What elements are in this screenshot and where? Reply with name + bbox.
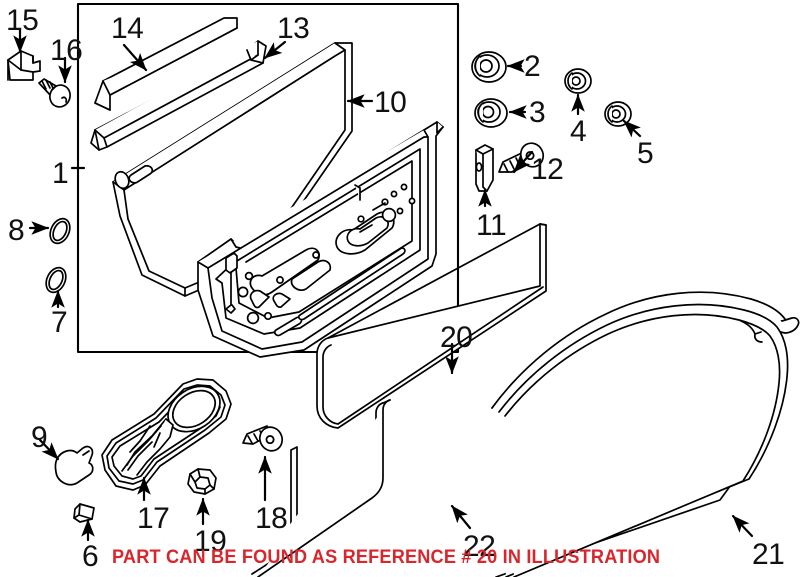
callout-label-15[interactable]: 15 bbox=[6, 4, 39, 37]
part-15-clip bbox=[7, 50, 41, 81]
part-13-upper-trim bbox=[90, 40, 267, 151]
leader-5 bbox=[622, 119, 642, 138]
part-11-wedge bbox=[475, 144, 494, 192]
callout-label-21[interactable]: 21 bbox=[752, 538, 785, 571]
part-8-seal bbox=[49, 217, 71, 245]
leader-9 bbox=[38, 438, 60, 461]
part-5-grommet bbox=[604, 101, 632, 127]
part-4-grommet bbox=[564, 68, 592, 94]
callout-label-6[interactable]: 6 bbox=[82, 540, 99, 573]
part-22-weatherstrip bbox=[251, 399, 391, 577]
part-20-weatherstrip bbox=[316, 223, 547, 429]
leader-13 bbox=[263, 40, 287, 60]
part-7-seal bbox=[45, 266, 67, 294]
part-10-door-skin bbox=[112, 42, 353, 297]
part-17-mirror-cover bbox=[101, 378, 232, 491]
leader-22 bbox=[450, 504, 472, 530]
callout-label-3[interactable]: 3 bbox=[529, 96, 546, 129]
callout-label-20[interactable]: 20 bbox=[440, 321, 473, 354]
callout-label-13[interactable]: 13 bbox=[277, 12, 310, 45]
callout-label-11[interactable]: 11 bbox=[476, 209, 507, 242]
part-18-bolt bbox=[242, 425, 284, 452]
callout-label-19[interactable]: 19 bbox=[194, 525, 227, 558]
door-inner-panel bbox=[197, 121, 444, 358]
callout-label-12[interactable]: 12 bbox=[531, 153, 564, 186]
leader-12 bbox=[512, 150, 534, 174]
part-19-nut bbox=[187, 468, 217, 495]
callout-label-18[interactable]: 18 bbox=[255, 502, 288, 535]
part-9-gasket bbox=[54, 445, 94, 486]
callout-label-1[interactable]: 1 bbox=[52, 157, 69, 190]
callout-label-22[interactable]: 22 bbox=[463, 530, 496, 563]
callout-label-8[interactable]: 8 bbox=[8, 214, 25, 247]
leader-14 bbox=[122, 43, 148, 72]
part-6-cap bbox=[73, 503, 95, 523]
callout-label-9[interactable]: 9 bbox=[31, 421, 48, 454]
part-16-screw bbox=[38, 78, 71, 108]
callout-label-4[interactable]: 4 bbox=[570, 115, 587, 148]
leader-21 bbox=[731, 514, 754, 538]
callout-label-5[interactable]: 5 bbox=[637, 137, 654, 170]
callout-label-2[interactable]: 2 bbox=[524, 50, 541, 83]
part-14-belt-molding bbox=[94, 17, 238, 111]
callout-label-14[interactable]: 14 bbox=[111, 12, 144, 45]
callout-label-10[interactable]: 10 bbox=[374, 86, 407, 119]
part-3-grommet bbox=[474, 98, 508, 128]
part-21-weatherstrip bbox=[491, 291, 800, 577]
reference-notice-text: PART CAN BE FOUND AS REFERENCE # 20 IN I… bbox=[112, 546, 661, 568]
callout-label-16[interactable]: 16 bbox=[50, 34, 83, 67]
callout-label-17[interactable]: 17 bbox=[137, 502, 170, 535]
part-2-grommet bbox=[471, 51, 507, 83]
callout-label-7[interactable]: 7 bbox=[51, 306, 68, 339]
